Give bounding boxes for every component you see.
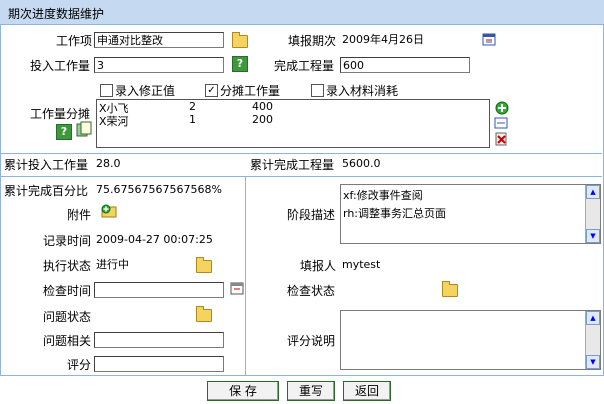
correction-checkbox[interactable] (100, 84, 113, 97)
scrollbar[interactable]: ▲ ▼ (585, 311, 600, 369)
divider (1, 176, 602, 177)
calendar-icon[interactable] (482, 32, 496, 46)
done-workload-field[interactable]: 600 (340, 57, 470, 73)
save-button[interactable]: 保 存 (207, 381, 279, 401)
list-item[interactable]: X小飞 2 400 (99, 100, 273, 115)
divider (245, 176, 246, 375)
correction-checkbox-label: 录入修正值 (115, 84, 176, 98)
problem-related-field[interactable] (94, 332, 224, 348)
page-title: 期次进度数据维护 (8, 7, 105, 21)
scroll-down-icon[interactable]: ▼ (586, 355, 600, 369)
folder-icon[interactable] (442, 281, 458, 297)
list-item[interactable]: X荣河 1 200 (99, 113, 273, 128)
score-label: 评分 (67, 358, 92, 372)
check-time-field[interactable] (94, 282, 224, 298)
stage-desc-line: rh:调整事务汇总页面 (343, 207, 447, 220)
problem-status-label: 问题状态 (43, 310, 92, 324)
done-workload-label: 完成工程量 (274, 59, 335, 73)
share-checkbox[interactable]: ✓ (205, 84, 218, 97)
edit-icon[interactable] (494, 116, 510, 130)
check-status-label: 检查状态 (287, 284, 336, 298)
scroll-up-icon[interactable]: ▲ (586, 311, 600, 325)
share-label: 工作量分摊 (30, 107, 91, 121)
cum-done-label: 累计完成工程量 (250, 158, 335, 172)
share-checkbox-label: 分摊工作量 (220, 84, 281, 98)
attachment-label: 附件 (67, 208, 92, 222)
material-checkbox-label: 录入材料消耗 (326, 84, 399, 98)
delete-icon[interactable] (494, 131, 510, 147)
score-desc-label: 评分说明 (287, 334, 336, 348)
score-field[interactable] (94, 356, 224, 372)
check-status-field[interactable] (340, 282, 432, 298)
stage-desc-label: 阶段描述 (287, 208, 336, 222)
calendar-icon[interactable] (230, 281, 244, 295)
reporter-field: mytest (340, 257, 470, 273)
record-time-field: 2009-04-27 00:07:25 (94, 232, 224, 248)
reporter-label: 填报人 (300, 259, 337, 273)
scroll-down-icon[interactable]: ▼ (586, 229, 600, 243)
scroll-up-icon[interactable]: ▲ (586, 185, 600, 199)
check-time-label: 检查时间 (43, 284, 92, 298)
record-time-label: 记录时间 (43, 234, 92, 248)
cum-input-field: 28.0 (94, 156, 224, 172)
back-button[interactable]: 返回 (343, 381, 391, 401)
score-desc-textarea[interactable]: ▲ ▼ (340, 310, 601, 370)
exec-status-label: 执行状态 (43, 259, 92, 273)
folder-icon[interactable] (196, 306, 212, 322)
copy-icon[interactable] (76, 121, 92, 137)
material-checkbox[interactable] (311, 84, 324, 97)
work-item-field[interactable]: 申通对比整改 (94, 32, 224, 48)
stage-desc-textarea[interactable]: xf:修改事件查阅 rh:调整事务汇总页面 ▲ ▼ (340, 184, 601, 244)
help-icon[interactable]: ? (232, 56, 248, 72)
folder-icon[interactable] (196, 257, 212, 273)
input-workload-field[interactable]: 3 (94, 57, 224, 73)
problem-status-field[interactable] (94, 307, 186, 323)
folder-icon[interactable] (232, 32, 248, 48)
cum-input-label: 累计投入工作量 (4, 158, 89, 172)
input-workload-label: 投入工作量 (30, 59, 91, 73)
exec-status-field[interactable]: 进行中 (94, 257, 186, 273)
divider (1, 153, 602, 154)
scrollbar[interactable]: ▲ ▼ (585, 185, 600, 243)
problem-related-label: 问题相关 (43, 334, 92, 348)
title-bar: 期次进度数据维护 (0, 0, 604, 25)
report-period-field[interactable]: 2009年4月26日 (340, 32, 474, 48)
attach-icon[interactable] (100, 203, 118, 219)
share-list[interactable]: X小飞 2 400 X荣河 1 200 (96, 99, 490, 148)
stage-desc-line: xf:修改事件查阅 (343, 189, 423, 202)
help-icon[interactable]: ? (56, 124, 72, 140)
cum-pct-label: 累计完成百分比 (4, 184, 89, 198)
report-period-label: 填报期次 (288, 34, 337, 48)
cum-done-field: 5600.0 (340, 156, 470, 172)
reset-button[interactable]: 重写 (287, 381, 335, 401)
add-icon[interactable] (494, 100, 510, 116)
work-item-label: 工作项 (56, 34, 93, 48)
cum-pct-field: 75.67567567567568% (94, 182, 224, 198)
divider (1, 375, 602, 376)
